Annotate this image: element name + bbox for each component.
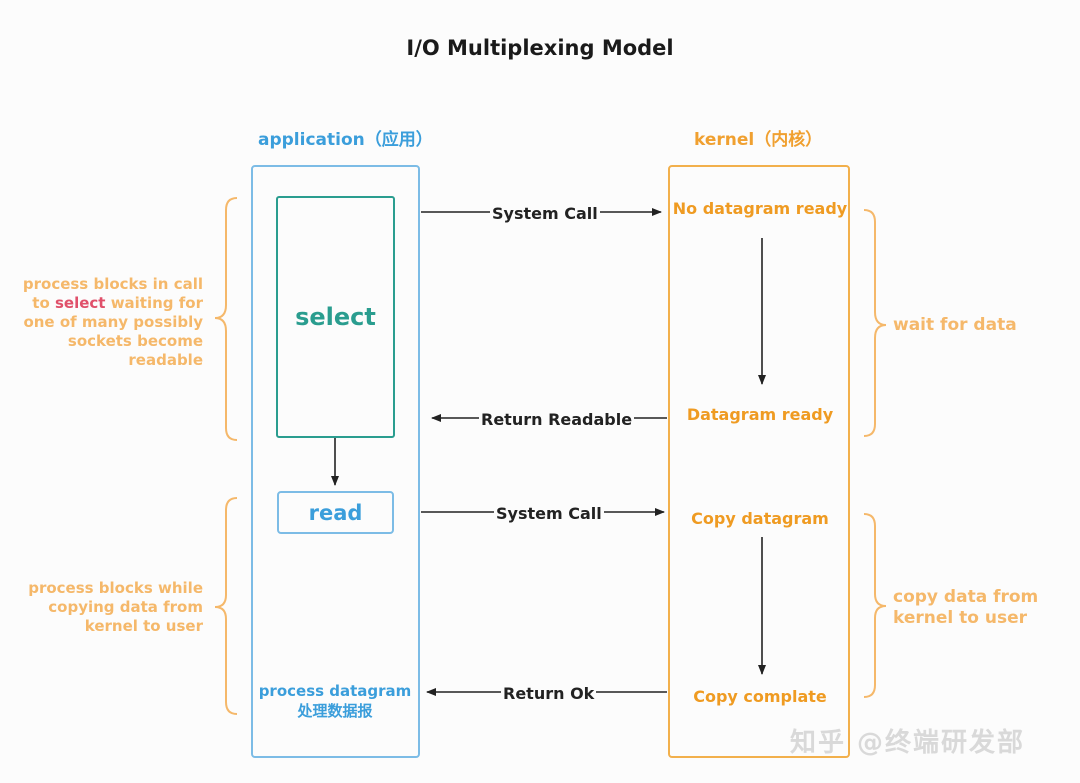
return-readable-label: Return Readable [479,410,635,429]
kernel-box [668,165,850,758]
note-copy-data-line2: kernel to user [893,608,1027,628]
copy-complate-text: Copy complate [693,687,827,706]
no-datagram-ready-text: No datagram ready [672,199,848,218]
note-select-highlight: select [54,294,106,312]
note-select-line4: sockets become [67,332,203,350]
process-datagram-text: process datagram 处理数据报 [252,681,418,721]
note-select-line2: to select waiting for [32,294,203,312]
process-datagram-cn-label: 处理数据报 [297,702,373,720]
note-select-line3: one of many possibly [23,313,203,331]
right-brace-wait [863,209,887,437]
application-column-label: application（应用） [258,130,433,150]
system-call-label-2: System Call [494,504,604,523]
note-copy-line1: process blocks while [28,579,203,597]
right-brace-copy [863,513,887,698]
note-select-line1: process blocks in call [22,275,203,293]
note-copy-data: copy data from kernel to user [893,587,1038,629]
note-wait-for-data: wait for data [893,315,1017,335]
application-box [251,165,420,758]
datagram-ready-text: Datagram ready [686,405,834,424]
process-datagram-label: process datagram [258,682,412,700]
read-label: read [308,500,363,525]
system-call-label-1: System Call [490,204,600,223]
watermark: 知乎 @终端研发部 [790,728,1026,758]
kernel-column-label: kernel（内核） [694,130,823,150]
left-brace-copy [214,497,238,715]
left-brace-select [214,197,238,441]
copy-datagram-text: Copy datagram [691,509,829,528]
note-copy-data-line1: copy data from [893,587,1039,607]
select-label: select [295,303,376,331]
return-ok-label: Return Ok [501,684,597,703]
note-copy-line2: copying data from [48,598,203,616]
note-block-copy: process blocks while copying data from k… [20,579,203,636]
read-box: read [277,491,394,534]
note-copy-line3: kernel to user [84,617,203,635]
diagram-title: I/O Multiplexing Model [406,36,674,60]
note-select-line5: readable [128,351,203,369]
select-box: select [276,196,395,438]
note-block-select: process blocks in call to select waiting… [20,275,203,370]
